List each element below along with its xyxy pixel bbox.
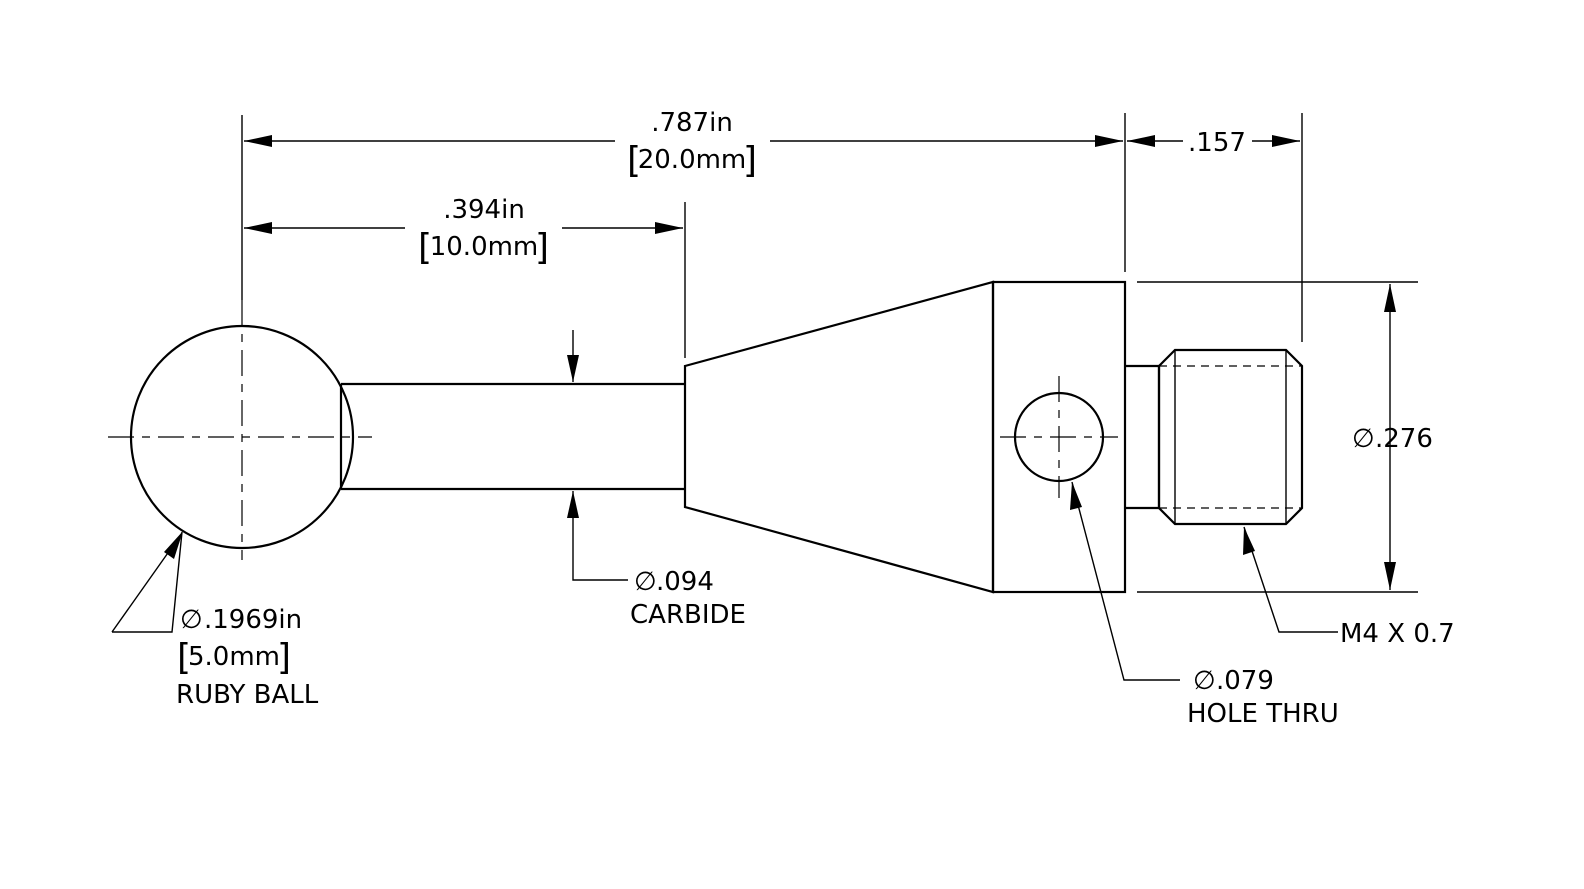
diameter-symbol: ∅: [634, 567, 657, 597]
leader-thread: [1243, 526, 1338, 633]
leader-hole: [1070, 481, 1180, 681]
arrow-head: [1272, 135, 1300, 147]
stem-diameter: .094: [656, 567, 714, 597]
thread-neck: [1125, 364, 1161, 510]
taper-cone: [683, 280, 995, 594]
bracket-close: ]: [535, 227, 549, 268]
dimension-stem-diameter: [567, 330, 628, 581]
dimension-text: .787in [ 20.0mm ] .394in [ 10.0mm ] .157…: [176, 108, 1455, 729]
arrow-head: [164, 531, 183, 559]
arrow-head: [244, 222, 272, 234]
arrow-head: [1070, 482, 1082, 510]
arrow-head: [1095, 135, 1123, 147]
arrow-head: [567, 491, 579, 518]
diameter-symbol: ∅: [180, 605, 203, 635]
ball-diameter-mm: 5.0mm: [188, 642, 280, 672]
overall-length-inch: .787in: [651, 108, 733, 138]
bracket-open: [: [627, 140, 641, 181]
body-diameter: .276: [1375, 424, 1433, 454]
bracket-open: [: [418, 227, 432, 268]
center-lines: [108, 300, 1118, 560]
arrow-head: [1243, 527, 1255, 555]
leader-ball: [111, 531, 183, 633]
ball-material: RUBY BALL: [176, 680, 319, 710]
arrow-head: [655, 222, 683, 234]
ball-diameter-inch: .1969in: [204, 605, 302, 635]
stem-length-mm: 10.0mm: [430, 232, 539, 262]
part-outline: [129, 280, 1304, 594]
arrow-head: [244, 135, 272, 147]
diameter-symbol: ∅: [1193, 666, 1216, 696]
stem-length-inch: .394in: [443, 195, 525, 225]
arrow-head: [1127, 135, 1155, 147]
dimension-body-diameter: [1384, 284, 1396, 590]
threaded-end: [1157, 348, 1304, 526]
hole-note: HOLE THRU: [1187, 699, 1339, 729]
dimension-stem: [244, 222, 683, 234]
arrow-head: [567, 355, 579, 382]
dimension-overall: [244, 135, 1123, 147]
hole-diameter: .079: [1216, 666, 1274, 696]
arrow-head: [1384, 562, 1396, 590]
extension-lines: [241, 113, 1418, 593]
bracket-close: ]: [277, 637, 291, 678]
diameter-symbol: ∅: [1352, 424, 1375, 454]
bracket-open: [: [177, 637, 191, 678]
arrow-head: [1384, 284, 1396, 312]
overall-length-mm: 20.0mm: [638, 145, 747, 175]
bracket-close: ]: [743, 140, 757, 181]
stem-material: CARBIDE: [630, 600, 746, 630]
thread-spec: M4 X 0.7: [1340, 619, 1455, 649]
dimension-thread-length: [1127, 135, 1300, 147]
thread-length: .157: [1188, 128, 1246, 158]
body-block: [991, 280, 1127, 594]
